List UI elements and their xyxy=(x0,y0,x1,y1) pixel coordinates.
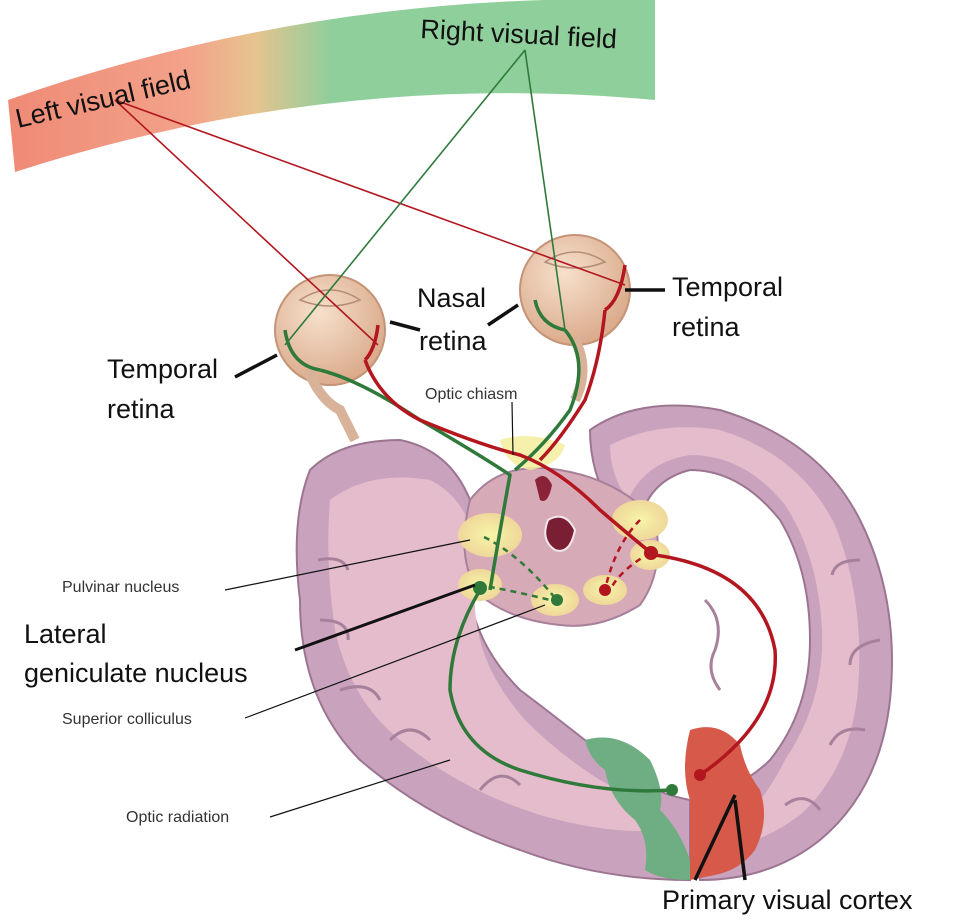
temporal-retina-left-label: Temporal retina xyxy=(107,354,226,424)
optic-chiasm-label: Optic chiasm xyxy=(425,386,517,403)
temporal-retina-right-label: Temporal retina xyxy=(672,272,791,342)
nasal-retina-label: Nasal retina xyxy=(417,283,494,356)
lateral-geniculate-nucleus-label: Lateral geniculate nucleus xyxy=(24,619,248,688)
right-eye xyxy=(520,235,630,400)
primary-visual-cortex-label: Primary visual cortex xyxy=(662,885,913,915)
pulvinar-nucleus-label: Pulvinar nucleus xyxy=(62,579,179,596)
optic-radiation-label: Optic radiation xyxy=(126,809,229,826)
pulvinar-nucleus-left xyxy=(458,513,522,557)
superior-colliculus-label: Superior colliculus xyxy=(62,711,192,728)
